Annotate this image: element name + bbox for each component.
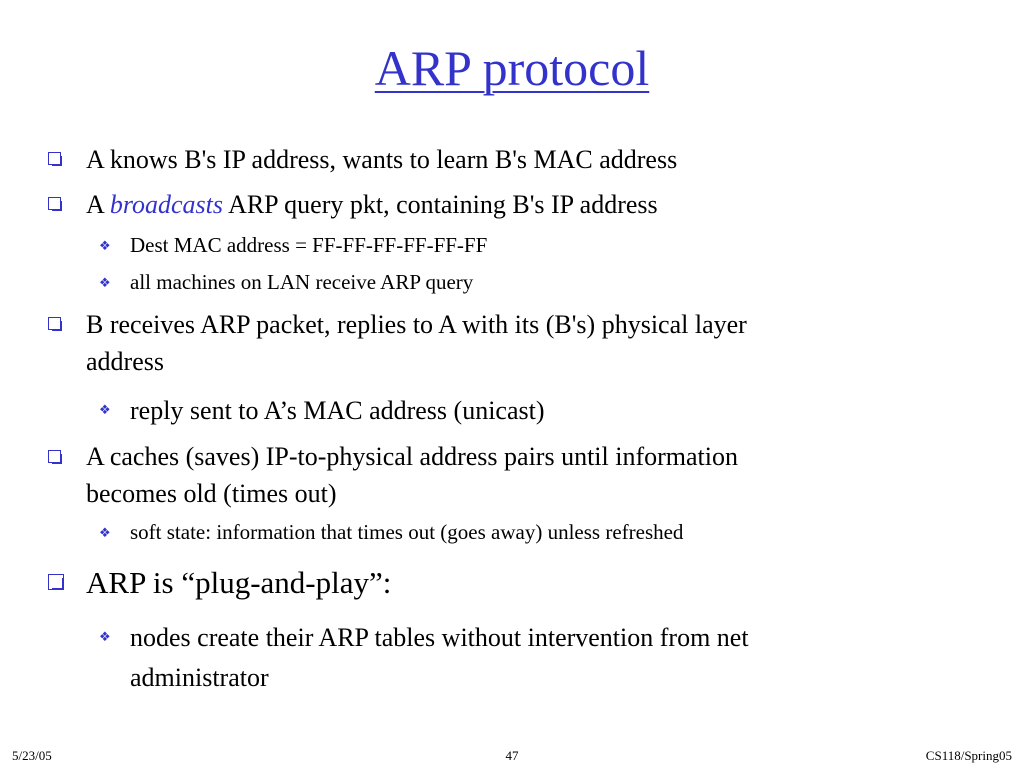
- bullet-2-emphasis: broadcasts: [109, 190, 223, 219]
- square-bullet-icon: [48, 574, 64, 590]
- footer-date: 5/23/05: [12, 748, 52, 763]
- bullet-2-sub-2: all machines on LAN receive ARP query: [130, 270, 474, 294]
- footer-page-number: 47: [505, 748, 519, 763]
- diamond-bullet-icon: ❖: [99, 276, 111, 291]
- bullet-2-sub-1: Dest MAC address = FF-FF-FF-FF-FF-FF: [130, 233, 488, 257]
- slide-title: ARP protocol: [374, 40, 650, 96]
- square-bullet-icon: [48, 450, 62, 464]
- footer-course: CS118/Spring05: [925, 748, 1012, 763]
- bullet-2-text: A broadcasts ARP query pkt, containing B…: [86, 188, 986, 222]
- bullet-1-text: A knows B's IP address, wants to learn B…: [86, 145, 678, 174]
- bullet-4-line-2: becomes old (times out): [86, 479, 337, 508]
- diamond-bullet-icon: ❖: [99, 630, 111, 645]
- bullet-5-sub-1-line-2: administrator: [130, 663, 269, 692]
- bullet-5-text: ARP is “plug-and-play”:: [86, 565, 392, 600]
- square-bullet-icon: [48, 197, 62, 211]
- diamond-bullet-icon: ❖: [99, 403, 111, 418]
- bullet-3-line-2: address: [86, 347, 164, 376]
- bullet-2-suffix: ARP query pkt, containing B's IP address: [223, 190, 658, 219]
- bullet-4-line-1: A caches (saves) IP-to-physical address …: [86, 442, 738, 471]
- bullet-5-sub-1-line-1: nodes create their ARP tables without in…: [130, 623, 749, 652]
- diamond-bullet-icon: ❖: [99, 526, 111, 541]
- bullet-2-prefix: A: [86, 190, 110, 219]
- square-bullet-icon: [48, 317, 62, 331]
- diamond-bullet-icon: ❖: [99, 239, 111, 254]
- square-bullet-icon: [48, 152, 62, 166]
- bullet-3-sub-1: reply sent to A’s MAC address (unicast): [130, 396, 545, 425]
- bullet-4-sub-1: soft state: information that times out (…: [130, 520, 684, 544]
- bullet-3-line-1: B receives ARP packet, replies to A with…: [86, 310, 747, 339]
